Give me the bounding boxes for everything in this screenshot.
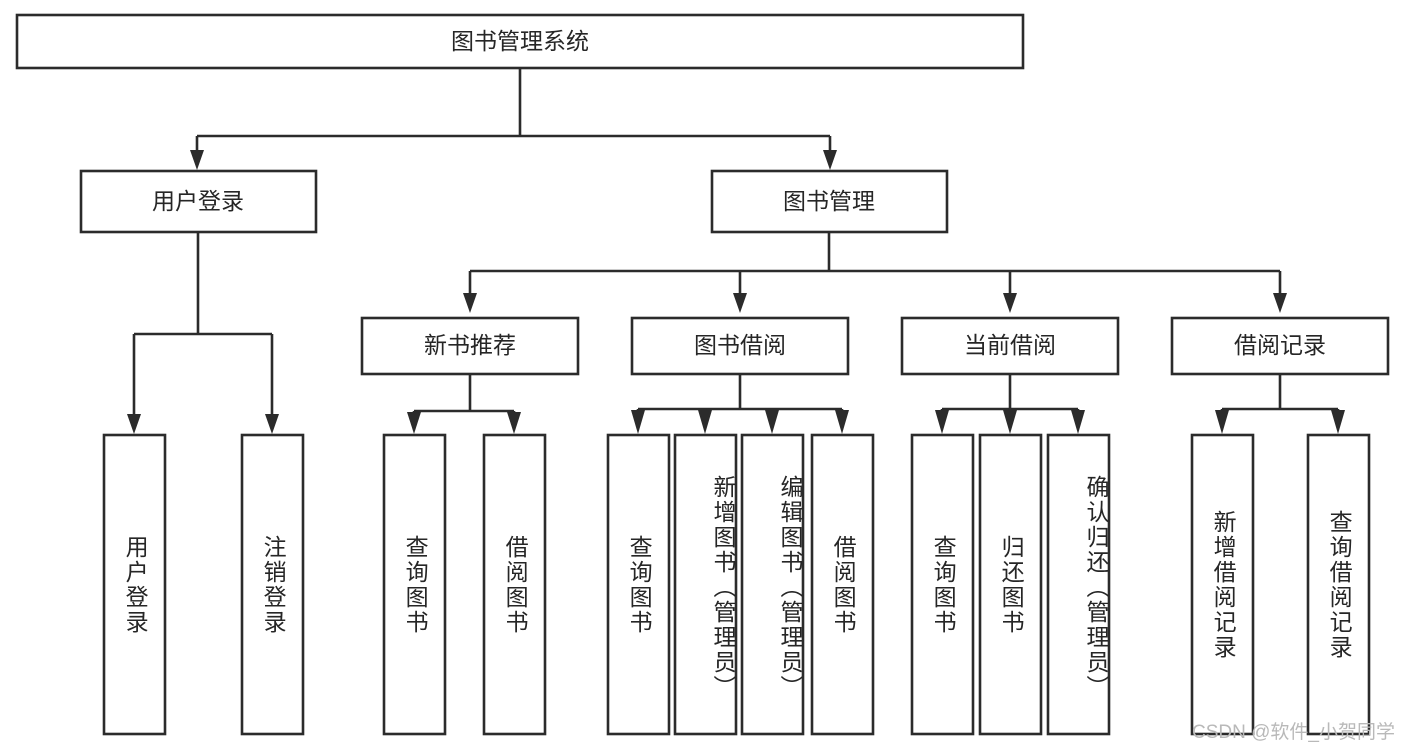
connector-borrow-record-to-leaves [1215,374,1345,434]
node-root-label: 图书管理系统 [451,28,589,54]
connector-root-to-level2 [190,68,837,170]
csdn-watermark: CSDN @软件_小贺同学 [1192,722,1395,743]
leaf-box-query-book-3[interactable] [910,433,975,736]
node-borrow-record-label: 借阅记录 [1234,332,1326,358]
leaf-box-user-logout[interactable] [240,433,305,736]
node-book-manage[interactable]: 图书管理 [710,169,949,234]
node-user-login[interactable]: 用户登录 [79,169,318,234]
node-new-book-recommend-label: 新书推荐 [424,332,516,358]
node-current-borrow[interactable]: 当前借阅 [900,316,1120,376]
node-borrow-record[interactable]: 借阅记录 [1170,316,1390,376]
leaf-box-borrow-book-2[interactable] [810,433,875,736]
node-book-borrow[interactable]: 图书借阅 [630,316,850,376]
leaf-box-edit-book[interactable] [740,433,805,736]
leaf-box-borrow-book-1[interactable] [482,433,547,736]
node-root[interactable]: 图书管理系统 [15,13,1025,70]
leaf-box-query-book-1[interactable] [382,433,447,736]
connector-new-book-recommend-to-leaves [407,374,521,434]
leaf-box-add-book[interactable] [673,433,738,736]
leaf-box-return-book[interactable] [978,433,1043,736]
node-new-book-recommend[interactable]: 新书推荐 [360,316,580,376]
leaf-box-query-record[interactable] [1306,433,1371,736]
connector-current-borrow-to-leaves [935,374,1085,434]
node-book-borrow-label: 图书借阅 [694,332,786,358]
connector-book-manage-to-level3 [463,232,1287,313]
connector-user-login-to-leaves [127,232,279,434]
leaf-box-add-record[interactable] [1190,433,1255,736]
leaf-box-confirm-return[interactable] [1046,433,1111,736]
node-user-login-box[interactable] [79,169,318,234]
node-book-manage-label: 图书管理 [783,188,875,214]
node-current-borrow-label: 当前借阅 [964,332,1056,358]
node-new-book-recommend-box[interactable] [360,316,580,376]
node-user-login-label: 用户登录 [152,188,244,214]
leaf-box-user-login[interactable] [102,433,167,736]
leaf-box-query-book-2[interactable] [606,433,671,736]
connector-book-borrow-to-leaves [631,374,849,434]
node-root-box[interactable] [15,13,1025,70]
node-current-borrow-box[interactable] [900,316,1120,376]
